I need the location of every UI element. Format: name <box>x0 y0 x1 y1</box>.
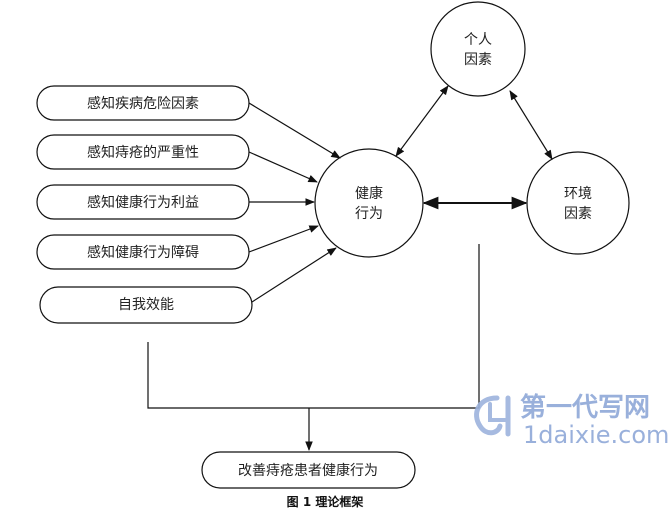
watermark: 第一代写网 1daixie.com <box>474 392 669 449</box>
watermark-cn: 第一代写网 <box>520 392 650 423</box>
environment-factors-node: 环境 因素 <box>526 151 630 255</box>
personal-factors-node: 个人 因素 <box>430 1 526 97</box>
outcome-box: 改善痔疮患者健康行为 <box>201 451 416 489</box>
factor-box-self-efficacy: 自我效能 <box>39 286 253 324</box>
factor-box-barrier: 感知健康行为障碍 <box>36 234 250 270</box>
watermark-logo-icon <box>474 395 511 437</box>
personal-label-line1: 个人 <box>464 32 492 48</box>
health-behavior-node: 健康 行为 <box>314 148 424 258</box>
connector-to-outcome <box>147 244 480 409</box>
factor-label-barrier: 感知健康行为障碍 <box>87 244 199 261</box>
arrow-personal-environment <box>509 90 553 160</box>
environment-label-line1: 环境 <box>564 186 592 202</box>
outcome-label: 改善痔疮患者健康行为 <box>238 462 378 479</box>
factor-label-risk: 感知疾病危险因素 <box>87 95 199 112</box>
arrow-severity-to-behavior <box>248 151 318 183</box>
factor-label-severity: 感知痔疮的严重性 <box>87 144 199 161</box>
behavior-label-line1: 健康 <box>355 185 383 202</box>
factor-label-self-efficacy: 自我效能 <box>118 297 174 313</box>
factor-label-benefit: 感知健康行为利益 <box>87 194 199 211</box>
arrow-personal-behavior <box>395 85 449 157</box>
arrow-barrier-to-behavior <box>248 225 319 253</box>
factor-box-risk: 感知疾病危险因素 <box>36 85 250 121</box>
factor-box-severity: 感知痔疮的严重性 <box>36 134 250 170</box>
arrow-self-efficacy-to-behavior <box>251 247 337 303</box>
factor-box-benefit: 感知健康行为利益 <box>36 184 250 220</box>
behavior-label-line2: 行为 <box>355 206 383 222</box>
figure-caption: 图 1 理论框架 <box>287 494 364 509</box>
arrow-risk-to-behavior <box>248 102 341 159</box>
personal-label-line2: 因素 <box>464 52 492 68</box>
environment-label-line2: 因素 <box>564 206 592 222</box>
watermark-en: 1daixie.com <box>523 421 669 449</box>
